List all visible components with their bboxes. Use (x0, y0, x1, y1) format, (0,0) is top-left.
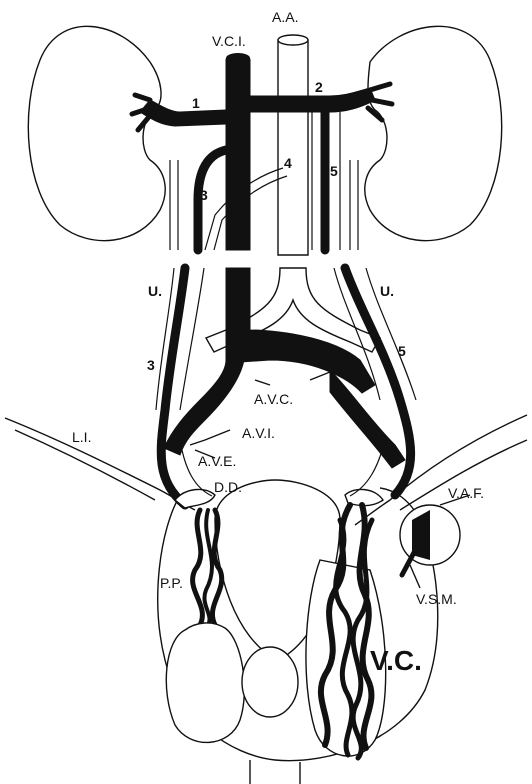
right-kidney (365, 26, 502, 240)
label-1: 1 (192, 95, 200, 111)
left-renal-vein (132, 95, 226, 130)
left-kidney (28, 26, 165, 240)
label-3-top: 3 (200, 187, 208, 203)
label-ave: A.V.E. (198, 453, 236, 469)
right-gonadal-vein-upper (312, 112, 340, 250)
label-5-mid: 5 (398, 343, 406, 359)
label-ureter-left: U. (148, 283, 162, 299)
label-pp: P.P. (160, 575, 183, 591)
leader-lines (190, 372, 330, 458)
label-4: 4 (284, 155, 292, 171)
label-3-mid: 3 (147, 357, 155, 373)
pampiniform-plexus (193, 510, 222, 625)
left-gonadal-vein-lower (156, 268, 204, 505)
label-2: 2 (315, 79, 323, 95)
label-vci: V.C.I. (212, 33, 246, 49)
label-vc: V.C. (370, 645, 422, 676)
middle-testis (242, 647, 298, 717)
left-ureter-upper (170, 160, 178, 250)
right-ureter-upper (350, 160, 358, 250)
label-vaf: V.A.F. (448, 485, 484, 501)
left-testis (166, 623, 244, 743)
label-avc: A.V.C. (254, 391, 293, 407)
label-ureter-right: U. (380, 283, 394, 299)
label-aa: A.A. (272, 9, 298, 25)
label-avi: A.V.I. (242, 425, 275, 441)
label-li: L.I. (72, 429, 91, 445)
label-vsm: V.S.M. (416, 591, 457, 607)
label-5-top: 5 (330, 163, 338, 179)
label-dd: D.D. (214, 479, 242, 495)
